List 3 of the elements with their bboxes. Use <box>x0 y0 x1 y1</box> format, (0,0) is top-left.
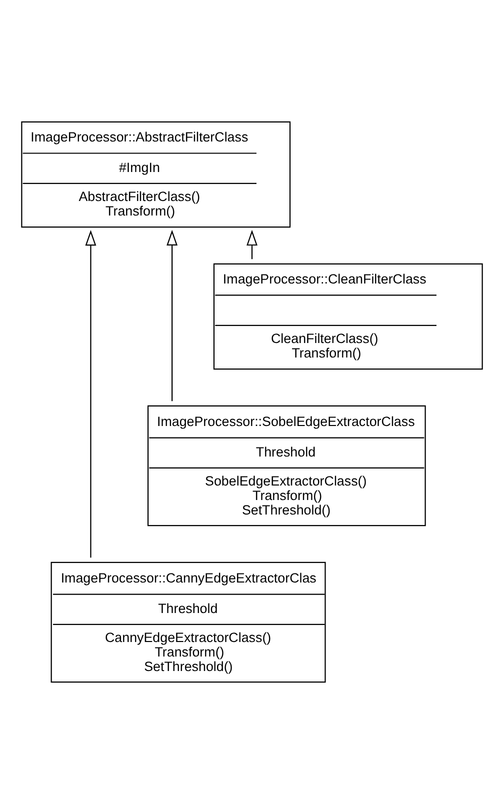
arrow <box>166 230 178 402</box>
arrow <box>246 230 258 260</box>
arrow <box>85 230 96 558</box>
